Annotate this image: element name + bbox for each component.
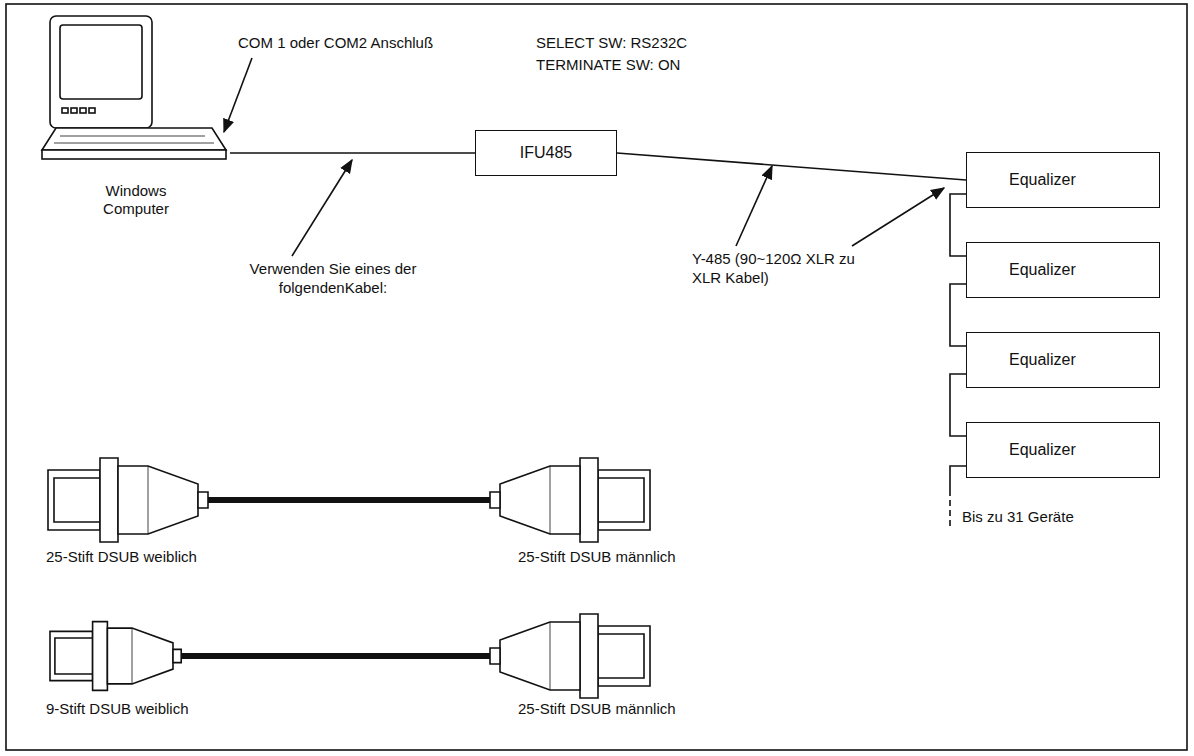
frame (6, 4, 1187, 750)
text-label: SELECT SW: RS232C (534, 34, 738, 53)
cable-line (950, 374, 966, 436)
text-label: 25-Stift DSUB weiblich (44, 548, 288, 567)
text-label: 9-Stift DSUB weiblich (44, 700, 288, 719)
node-text: Windows Computer (76, 182, 196, 218)
text-label: Verwenden Sie eines der folgendenKabel: (236, 260, 430, 298)
cable-line (617, 153, 966, 180)
computer-illustration (42, 16, 226, 159)
interface-box: IFU485 (475, 130, 617, 176)
text-label: TERMINATE SW: ON (534, 56, 738, 75)
text-label: COM 1 oder COM2 Anschluß (236, 34, 460, 53)
equalizer-box: Equalizer (966, 332, 1160, 388)
equalizer-box: Equalizer (966, 422, 1160, 478)
node-text: IFU485 (520, 143, 572, 162)
equalizer-box: Equalizer (966, 152, 1160, 208)
text-label: 25-Stift DSUB männlich (516, 548, 760, 567)
equalizer-box: Equalizer (966, 242, 1160, 298)
node-text: Equalizer (1009, 440, 1076, 459)
cable-line (230, 152, 475, 154)
text-label: Y-485 (90~120Ω XLR zu XLR Kabel) (690, 250, 884, 288)
node-text: Equalizer (1009, 260, 1076, 279)
leader-arrows (224, 58, 944, 256)
cable-line (950, 194, 966, 256)
text-label: 25-Stift DSUB männlich (516, 700, 760, 719)
computer-node: Windows Computer (38, 14, 230, 222)
node-text: Equalizer (1009, 350, 1076, 369)
node-text: Equalizer (1009, 170, 1076, 189)
cables (48, 458, 650, 698)
cable-line (950, 284, 966, 346)
text-label: Bis zu 31 Geräte (960, 508, 1164, 527)
